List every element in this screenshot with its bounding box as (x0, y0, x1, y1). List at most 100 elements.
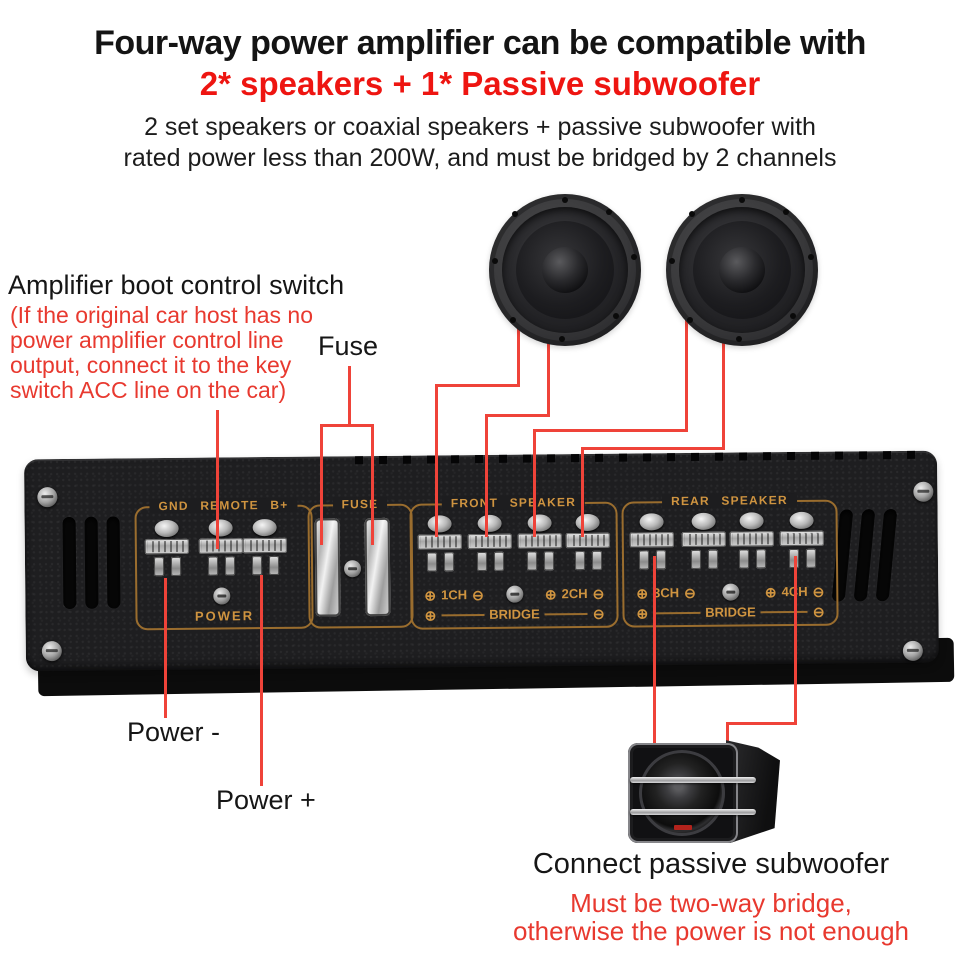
screw-icon (213, 587, 231, 605)
wire-subwoofer-plus (653, 556, 656, 746)
rear-terminal-3 (729, 512, 775, 569)
speaker-right (666, 194, 818, 346)
bridge-line (653, 611, 701, 614)
description-line-1: 2 set speakers or coaxial speakers + pas… (144, 113, 816, 141)
front-channel-row: ⊕ 1CH ⊖ ⊕ 2CH ⊖ (424, 585, 604, 604)
bolt-icon (687, 317, 693, 323)
power-plus-annotation: Power + (216, 785, 316, 815)
fuse-section: FUSE (307, 496, 414, 629)
vent-slot (875, 509, 898, 602)
polarity-plus-icon: ⊕ (424, 586, 437, 604)
wire-subwoofer-minus (726, 722, 729, 744)
front-bridge-row: ⊕ BRIDGE ⊖ (424, 605, 605, 624)
screw-icon (913, 481, 934, 502)
boot-switch-note-line: power amplifier control line (10, 327, 284, 353)
subwoofer-logo (674, 825, 692, 830)
bolt-icon (512, 211, 518, 217)
subwoofer-driver (639, 750, 725, 836)
wire-speaker-left-1 (517, 328, 520, 386)
wire-power-plus (260, 575, 263, 786)
gnd-terminal (144, 519, 190, 577)
bolt-icon (783, 209, 789, 215)
polarity-plus-icon: ⊕ (636, 584, 649, 602)
speaker-left (489, 194, 641, 346)
wire-fuse-left (320, 424, 323, 545)
subwoofer-title: Connect passive subwoofer (532, 848, 890, 880)
screw-icon (343, 560, 362, 578)
vent-slot (106, 516, 121, 609)
subwoofer (628, 737, 780, 845)
description-line-2: rated power less than 200W, and must be … (123, 144, 837, 172)
front-terminal-2 (467, 514, 513, 572)
vent-slot (84, 516, 99, 609)
polarity-plus-icon: ⊕ (424, 606, 437, 624)
polarity-minus-icon: ⊖ (471, 586, 484, 603)
wire-subwoofer-minus (727, 722, 797, 725)
bridge-line (544, 612, 588, 615)
bolt-icon (559, 336, 565, 342)
screw-icon (902, 640, 923, 661)
channel-3-text: 3CH (652, 585, 680, 601)
polarity-plus-icon: ⊕ (764, 583, 777, 600)
rear-section-label: REAR SPEAKER (661, 492, 797, 509)
wire-fuse-right (371, 424, 374, 545)
remote-terminal (198, 519, 244, 576)
channel-1-label: ⊕ 1CH ⊖ (424, 586, 484, 604)
bridge-line (760, 610, 808, 613)
boot-switch-note-line: switch ACC line on the car) (10, 377, 287, 403)
fuse-holder (364, 517, 391, 617)
grill-bar (630, 809, 756, 815)
bolt-icon (606, 209, 612, 215)
speaker-dust-cap (542, 247, 588, 293)
boot-switch-title: Amplifier boot control switch (8, 270, 345, 300)
wire-speaker-right-2 (722, 338, 725, 449)
fuse-holder (314, 518, 341, 617)
fuse-label: Fuse (318, 331, 379, 361)
boot-switch-note-line: output, connect it to the key (10, 352, 292, 378)
front-section-label: FRONT SPEAKER (441, 495, 586, 511)
power-section-label: GND REMOTE B+ (149, 497, 298, 514)
channel-1-text: 1CH (440, 587, 468, 603)
bolt-icon (492, 258, 498, 264)
wire-speaker-right-1 (534, 429, 688, 432)
subwoofer-note-line-1: Must be two-way bridge, (570, 888, 852, 918)
screw-icon (41, 641, 62, 662)
bolt-icon (689, 211, 695, 217)
channel-2-text: 2CH (561, 585, 588, 602)
wire-speaker-left-2 (485, 414, 488, 537)
screw-icon (505, 585, 523, 603)
front-terminal-4 (565, 513, 611, 571)
vent-slot (853, 509, 876, 602)
front-terminal-1 (417, 515, 463, 572)
wire-speaker-right-1 (533, 429, 536, 537)
polarity-plus-icon: ⊕ (636, 604, 649, 622)
vent-slot (62, 516, 77, 610)
boot-switch-note: (If the original car host has no power a… (10, 303, 313, 403)
b-plus-terminal (242, 518, 288, 576)
wire-speaker-right-2 (581, 447, 584, 537)
wire-speaker-left-1 (436, 384, 520, 387)
polarity-minus-icon: ⊖ (592, 605, 605, 622)
bolt-icon (510, 317, 516, 323)
bolt-icon (736, 336, 742, 342)
polarity-minus-icon: ⊖ (812, 583, 825, 600)
front-speaker-section: FRONT SPEAKER ⊕ 1CH ⊖ ⊕ 2CH ⊖ (409, 495, 619, 630)
wire-power-minus (164, 578, 167, 718)
heatsink-notches (338, 450, 932, 465)
screw-icon (37, 487, 58, 508)
screw-icon (721, 583, 739, 601)
polarity-minus-icon: ⊖ (683, 584, 696, 601)
wire-speaker-right-1 (685, 318, 688, 431)
fuse-section-label: FUSE (332, 496, 388, 512)
speaker-dust-cap (719, 247, 765, 293)
grill-bar (630, 777, 756, 783)
bolt-icon (631, 254, 637, 260)
channel-3-label: ⊕ 3CH ⊖ (636, 584, 696, 602)
rear-terminal-2 (681, 512, 727, 569)
wire-speaker-left-2 (486, 414, 550, 417)
bridge-label: BRIDGE (489, 606, 540, 622)
polarity-minus-icon: ⊖ (592, 585, 605, 602)
polarity-minus-icon: ⊖ (812, 603, 825, 620)
front-terminal-3 (517, 514, 563, 571)
